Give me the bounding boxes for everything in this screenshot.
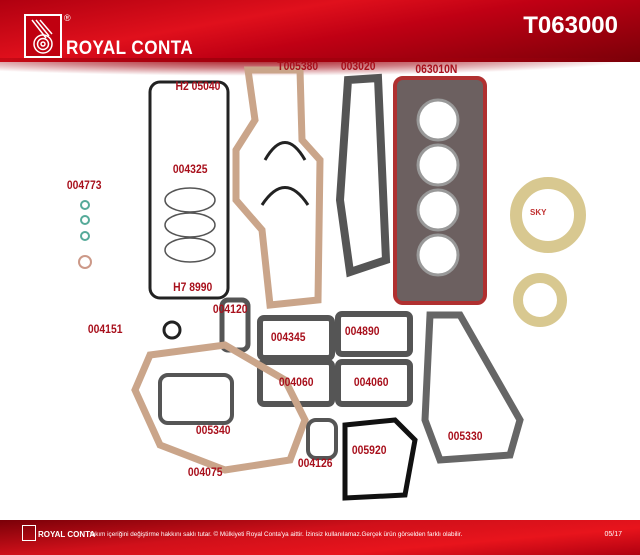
part-label: H7 8990 xyxy=(173,282,213,294)
kit-code: T063000 xyxy=(523,12,618,39)
part-label: 004120 xyxy=(212,304,248,316)
part-label: 063010N xyxy=(415,64,458,76)
part-label: 004773 xyxy=(66,180,102,192)
footer-brand: ROYAL CONTA xyxy=(38,530,96,539)
part-label: 004075 xyxy=(187,467,223,479)
seal-brand-text: SKY xyxy=(530,208,547,217)
part-label: 004325 xyxy=(172,164,208,176)
part-label: 005330 xyxy=(447,431,483,443)
oil-seal-large xyxy=(510,177,586,253)
part-label: 004345 xyxy=(270,332,306,344)
part-label: 004890 xyxy=(344,326,380,338)
page-number: 05/17 xyxy=(604,531,622,538)
gasket-kit-photo: SKY xyxy=(78,66,586,501)
registered-mark: ® xyxy=(64,13,71,23)
footer-notice: takım içeriğini değiştirme hakkını saklı… xyxy=(90,531,463,538)
part-label: T005380 xyxy=(277,61,319,73)
royal-conta-logo-icon xyxy=(22,525,36,541)
valve-cover-gasket xyxy=(148,80,230,300)
part-label: 004151 xyxy=(87,324,123,336)
header-banner: ® ROYAL CONTA T063000 xyxy=(0,0,640,76)
brand-name: ROYAL CONTA xyxy=(66,38,194,59)
part-label: H2 05040 xyxy=(175,81,221,93)
part-label: 004060 xyxy=(353,377,389,389)
part-label: 003020 xyxy=(340,61,376,73)
footer-banner: ROYAL CONTA takım içeriğini değiştirme h… xyxy=(0,520,640,555)
part-label: 005920 xyxy=(351,445,387,457)
oil-seal-small xyxy=(513,273,567,327)
manifold-gasket xyxy=(335,73,391,278)
part-label: 004126 xyxy=(297,458,333,470)
part-label: 005340 xyxy=(195,425,231,437)
royal-conta-logo-icon xyxy=(24,14,62,58)
water-pump-gasket xyxy=(421,311,524,464)
part-label: 004060 xyxy=(278,377,314,389)
oil-pan-gasket xyxy=(232,66,324,309)
timing-cover-gasket xyxy=(131,341,309,474)
